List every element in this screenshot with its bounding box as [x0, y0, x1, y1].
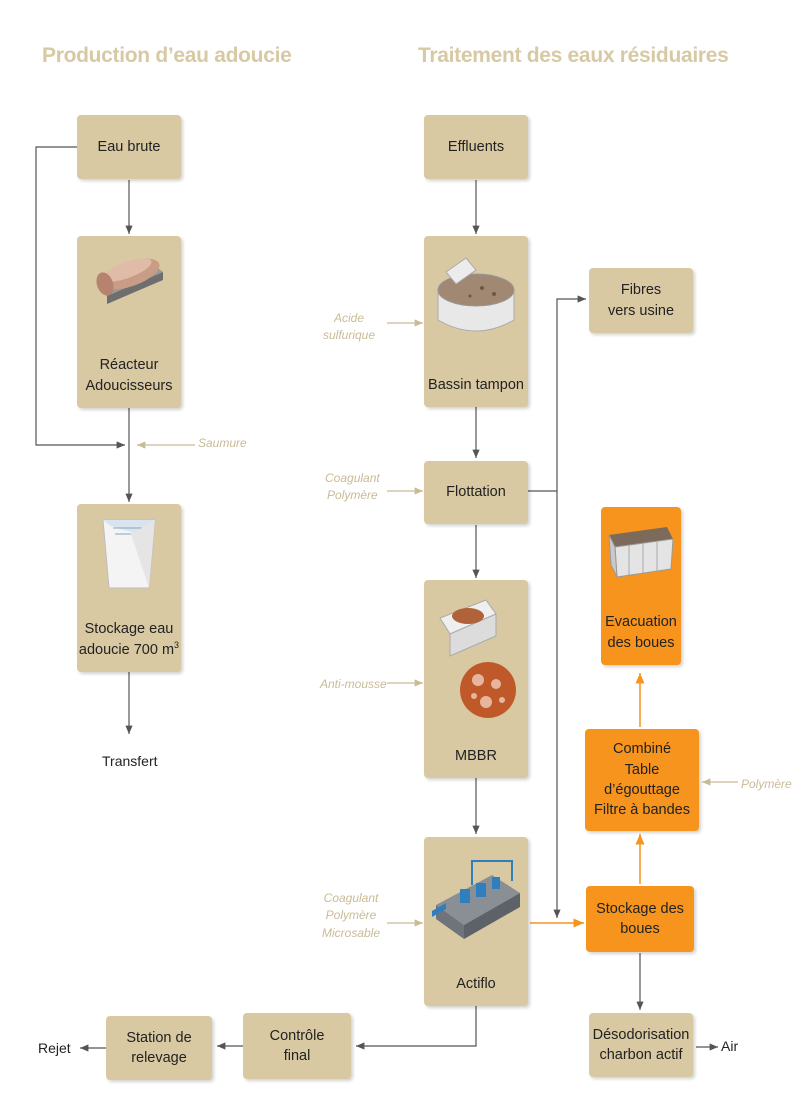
box-mbbr[interactable]: MBBR	[424, 580, 528, 778]
bassin-illustration	[437, 257, 515, 332]
box-stockage-eau[interactable]: Stockage eau adoucie 700 m3	[77, 504, 181, 672]
coagulant-polymere-microsable-label: Coagulant Polymère Microsable	[322, 891, 381, 940]
reactor-illustration	[96, 258, 163, 304]
transfert-label: Transfert	[102, 753, 158, 769]
stockage-boues-label: Stockage des boues	[596, 900, 684, 937]
actiflo-label: Actiflo	[456, 975, 496, 992]
controle-final-label: Contrôle final	[269, 1027, 325, 1064]
bassin-tampon-label: Bassin tampon	[428, 376, 524, 393]
box-station-relevage[interactable]: Station de relevage	[106, 1016, 212, 1080]
acide-sulfurique-label: Acide sulfurique	[323, 311, 376, 343]
container-illustration	[608, 527, 674, 578]
tank-illustration	[102, 519, 156, 589]
box-controle-final[interactable]: Contrôle final	[243, 1013, 351, 1079]
box-evacuation-boues[interactable]: Evacuation des boues	[601, 507, 681, 665]
stockage-eau-sup: 3	[174, 639, 180, 650]
box-bassin-tampon[interactable]: Bassin tampon	[424, 236, 528, 407]
mbbr-label: MBBR	[455, 747, 497, 764]
coagulant-polymere-label: Coagulant Polymère	[325, 471, 380, 503]
box-reacteur[interactable]: Réacteur Adoucisseurs	[77, 236, 181, 408]
actiflo-illustration	[432, 860, 520, 939]
box-stockage-boues[interactable]: Stockage des boues	[586, 886, 694, 952]
box-eau-brute[interactable]: Eau brute	[77, 115, 181, 179]
station-relevage-label: Station de relevage	[126, 1029, 192, 1066]
box-fibres[interactable]: Fibres vers usine	[589, 268, 693, 333]
air-label: Air	[721, 1038, 739, 1054]
effluents-label: Effluents	[447, 138, 505, 155]
polymere-label: Polymère	[741, 777, 792, 791]
title-traitement: Traitement des eaux résiduaires	[418, 44, 729, 67]
saumure-label: Saumure	[198, 436, 247, 450]
box-effluents[interactable]: Effluents	[424, 115, 528, 179]
reacteur-label: Réacteur Adoucisseurs	[85, 357, 173, 394]
box-actiflo[interactable]: Actiflo	[424, 837, 528, 1006]
box-combine[interactable]: Combiné Table d’égouttage Filtre à bande…	[585, 729, 699, 831]
title-production: Production d’eau adoucie	[42, 44, 292, 67]
eau-brute-label: Eau brute	[97, 138, 161, 155]
box-flottation[interactable]: Flottation	[424, 461, 528, 524]
anti-mousse-label: Anti-mousse	[320, 677, 387, 691]
rejet-label: Rejet	[38, 1040, 71, 1056]
evacuation-boues-label: Evacuation des boues	[605, 614, 677, 651]
fibres-label: Fibres vers usine	[607, 282, 675, 319]
desodorisation-label: Désodorisation charbon actif	[592, 1026, 690, 1063]
stockage-eau-text: Stockage eau adoucie 700 m	[78, 620, 175, 658]
box-desodorisation[interactable]: Désodorisation charbon actif	[589, 1013, 693, 1077]
mbbr-illustration	[439, 599, 516, 718]
flottation-label: Flottation	[446, 484, 506, 501]
stockage-eau-label: Stockage eau adoucie 700 m3	[79, 619, 179, 660]
combine-label: Combiné Table d’égouttage Filtre à bande…	[594, 741, 690, 819]
